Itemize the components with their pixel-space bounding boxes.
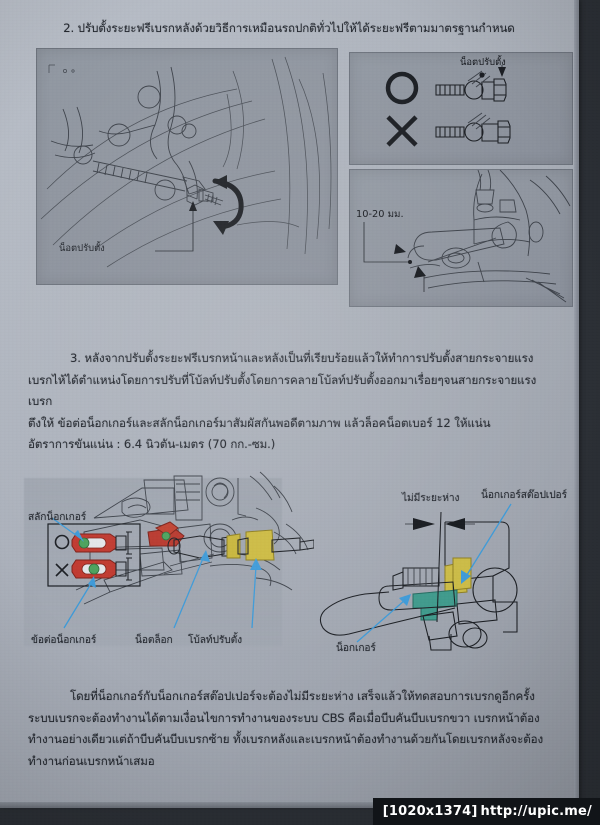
label-adjust-bolt: โบ้ลท์ปรับตั้ง [188,635,242,646]
figure-adjust-nut-compare-drawing [385,65,511,147]
section-3-line-2: เบรกไห้ได้ตำแหน่งโดยการปรับที่โบ้ลท์ปรับ… [28,372,537,409]
watermark-bar: [1020x1374] http://upic.me/ [372,798,600,825]
closing-paragraph: โดยที่น็อกเกอร์กับน็อกเกอร์สต๊อปเปอร์จะต… [28,686,558,772]
label-knocker-joint: ข้อต่อน็อกเกอร์ [31,635,97,646]
figure-knocker-assembly [24,470,314,650]
figure-rear-brake-drawing [40,56,332,268]
label-adjust-nut-right: น็อตปรับตั้ง [460,57,506,68]
figure-knocker-assembly-drawing [47,471,314,629]
label-lock-nut: น็อตล็อก [135,635,173,646]
figure-backdrop-band [24,478,282,646]
section-3-line-3: ตึงให้ ข้อต่อน็อกเกอร์และสลักน็อกเกอร์มา… [28,415,491,430]
label-knocker: น็อกเกอร์ [336,643,376,654]
section-3-line-1: 3. หลังจากปรับตั้งระยะฟรีเบรกหน้าและหลัง… [70,351,534,365]
figure-brake-pedal-free-play: 10-20 มม. [349,169,573,307]
section-2-heading: 2. ปรับตั้งระยะฟรีเบรกหลังด้วยวิธีการเหม… [63,21,515,35]
closing-line-4: ทำงานก่อนเบรกหน้าเสมอ [28,753,155,768]
figure-knocker-stopper-detail [305,482,585,657]
figure-knocker-stopper-drawing [319,503,518,651]
closing-line-2: ระบบเบรกจะต้องทำงานได้ตามเงื่อนไขการทำงา… [28,710,540,725]
figure-pedal-free-play-drawing [363,170,571,303]
figure-rear-brake-adjuster: น็อตปรับตั้ง [36,48,338,285]
closing-line-1: โดยที่น็อกเกอร์กับน็อกเกอร์สต๊อปเปอร์จะต… [70,689,535,703]
label-knocker-pin: สลักน็อกเกอร์ [28,512,87,523]
label-adjust-nut-left: น็อตปรับตั้ง [59,243,105,254]
section-3-torque-spec: อัตราการขันแน่น : 6.4 นิวตัน-เมตร (70 กก… [28,437,276,451]
section-3-paragraph: 3. หลังจากปรับตั้งระยะฟรีเบรกหน้าและหลัง… [28,348,558,456]
label-knocker-stopper: น็อกเกอร์สต๊อปเปอร์ [481,490,567,501]
page-edge-bottom [0,802,578,808]
watermark-url[interactable]: http://upic.me/ [480,804,592,819]
label-no-gap: ไม่มีระยะห่าง [402,493,460,504]
figure-adjust-nut-correct-wrong: น็อตปรับตั้ง [349,52,573,165]
watermark-dimensions: [1020x1374] [382,804,478,819]
label-free-play-distance: 10-20 มม. [356,209,404,220]
page-edge-right [574,0,579,806]
closing-line-3: ทำงานอย่างเดียวแต่ถ้าบีบคันบีบเบรกซ้าย ท… [28,732,544,746]
